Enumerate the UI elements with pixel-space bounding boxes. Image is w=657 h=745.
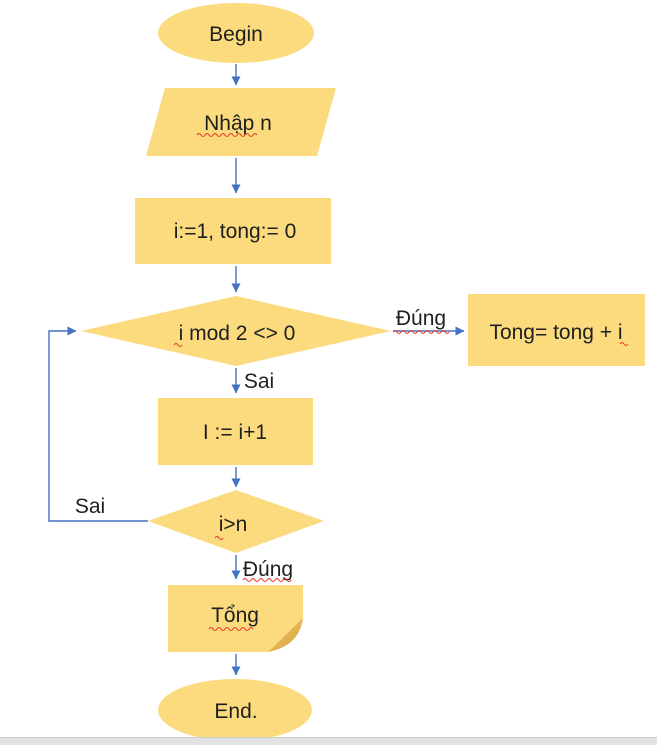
node-init[interactable]: i:=1, tong:= 0	[135, 198, 331, 264]
node-increment-label: I := i+1	[203, 421, 267, 444]
edge-label-dung-1: Đúng	[396, 307, 446, 330]
node-check-done-label: i>n	[219, 513, 248, 536]
window-bottom-strip	[0, 738, 657, 745]
node-add-sum[interactable]: Tong= tong + i	[468, 294, 645, 366]
node-begin-label: Begin	[209, 23, 263, 46]
edge-label-sai-2: Sai	[75, 495, 105, 518]
parallelogram-shape[interactable]	[146, 88, 336, 156]
spellcheck-squiggle-nhap	[196, 132, 258, 138]
node-check-odd[interactable]: i mod 2 <> 0	[81, 296, 391, 366]
decision-shape[interactable]	[81, 296, 391, 366]
spellcheck-squiggle-dung-2	[242, 577, 292, 583]
spellcheck-squiggle-i-gt-n	[214, 535, 224, 541]
node-check-done[interactable]: i>n	[148, 490, 324, 553]
node-end-label: End.	[214, 700, 257, 723]
node-input-n[interactable]: Nhập n	[146, 88, 336, 156]
process-shape[interactable]	[135, 198, 331, 264]
process-shape[interactable]	[158, 398, 313, 465]
node-output-sum[interactable]: Tổng	[168, 585, 303, 652]
terminator-shape[interactable]	[158, 3, 314, 63]
spellcheck-squiggle-dung-1	[392, 329, 450, 335]
folded-corner-flap	[268, 618, 303, 652]
terminator-shape[interactable]	[158, 679, 312, 741]
decision-shape[interactable]	[148, 490, 324, 553]
connector-loop-decision2-to-decision1[interactable]	[48, 326, 148, 522]
node-add-sum-label: Tong= tong + i	[489, 321, 622, 344]
spellcheck-squiggle-i-sum	[619, 341, 629, 347]
spellcheck-squiggle-tong	[208, 626, 254, 632]
edge-label-sai-1: Sai	[244, 370, 274, 393]
node-begin[interactable]: Begin	[158, 3, 314, 63]
node-init-label: i:=1, tong:= 0	[174, 220, 297, 243]
process-shape[interactable]	[468, 294, 645, 366]
node-increment[interactable]: I := i+1	[158, 398, 313, 465]
folded-corner-shape[interactable]	[168, 585, 303, 652]
node-input-label: Nhập n	[204, 112, 272, 135]
node-check-odd-label: i mod 2 <> 0	[179, 322, 296, 345]
node-end[interactable]: End.	[158, 679, 312, 741]
node-output-label: Tổng	[211, 604, 259, 627]
edge-label-dung-2: Đúng	[243, 558, 293, 581]
spellcheck-squiggle-i-mod	[173, 342, 183, 348]
